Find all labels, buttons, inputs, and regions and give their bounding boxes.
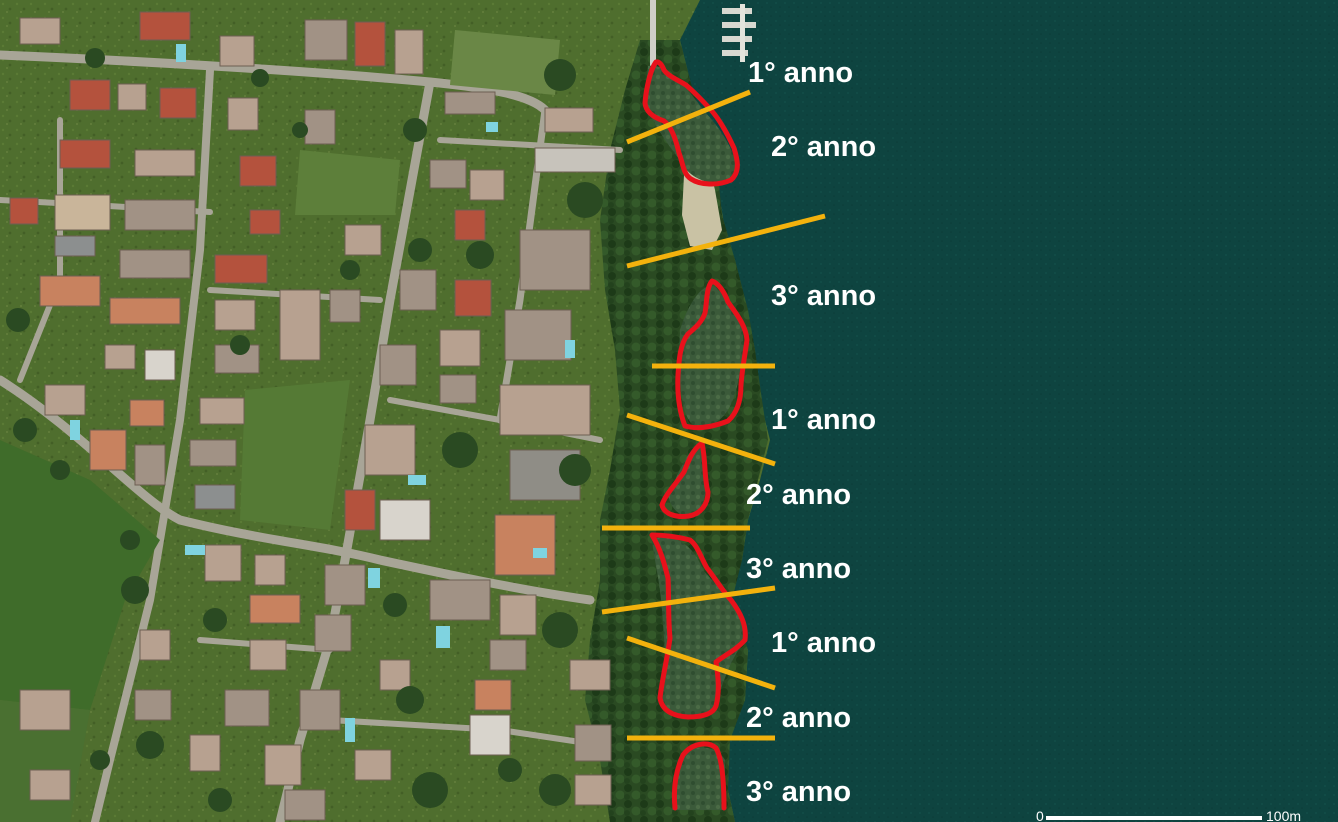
reed-boundary-4 bbox=[649, 532, 748, 720]
year-labels: 1° anno 2° anno 3° anno 1° anno 2° anno … bbox=[746, 57, 876, 808]
divider-4 bbox=[626, 412, 776, 467]
marina-jetty bbox=[650, 0, 756, 70]
label-year-2-north: 2° anno bbox=[771, 131, 876, 163]
label-year-3-middle: 3° anno bbox=[746, 553, 851, 585]
scale-start-label: 0 bbox=[1036, 808, 1044, 822]
scale-bar-line bbox=[1046, 816, 1262, 820]
label-year-2-south: 2° anno bbox=[746, 702, 851, 734]
garden-trees bbox=[6, 48, 603, 812]
divider-6 bbox=[601, 585, 776, 615]
label-year-3-north: 3° anno bbox=[771, 280, 876, 312]
divider-1 bbox=[626, 89, 751, 145]
reed-boundary-2 bbox=[675, 278, 750, 431]
scale-bar: 0 100m bbox=[1036, 808, 1301, 822]
label-year-3-south: 3° anno bbox=[746, 776, 851, 808]
lake bbox=[680, 0, 1338, 822]
houses bbox=[9, 11, 616, 821]
reed-boundaries bbox=[642, 59, 750, 811]
swimming-pools bbox=[70, 44, 575, 742]
divider-2 bbox=[626, 213, 826, 269]
divider-7 bbox=[626, 635, 776, 691]
label-year-2-middle: 2° anno bbox=[746, 479, 851, 511]
year-dividers bbox=[601, 89, 826, 741]
reed-boundary-3 bbox=[659, 440, 711, 519]
scale-end-label: 100m bbox=[1266, 808, 1301, 822]
label-year-1-middle: 1° anno bbox=[771, 404, 876, 436]
label-year-1-north: 1° anno bbox=[748, 57, 853, 89]
reed-boundary-1 bbox=[642, 59, 740, 187]
reed-boundary-5 bbox=[671, 741, 727, 811]
label-year-1-south: 1° anno bbox=[771, 627, 876, 659]
